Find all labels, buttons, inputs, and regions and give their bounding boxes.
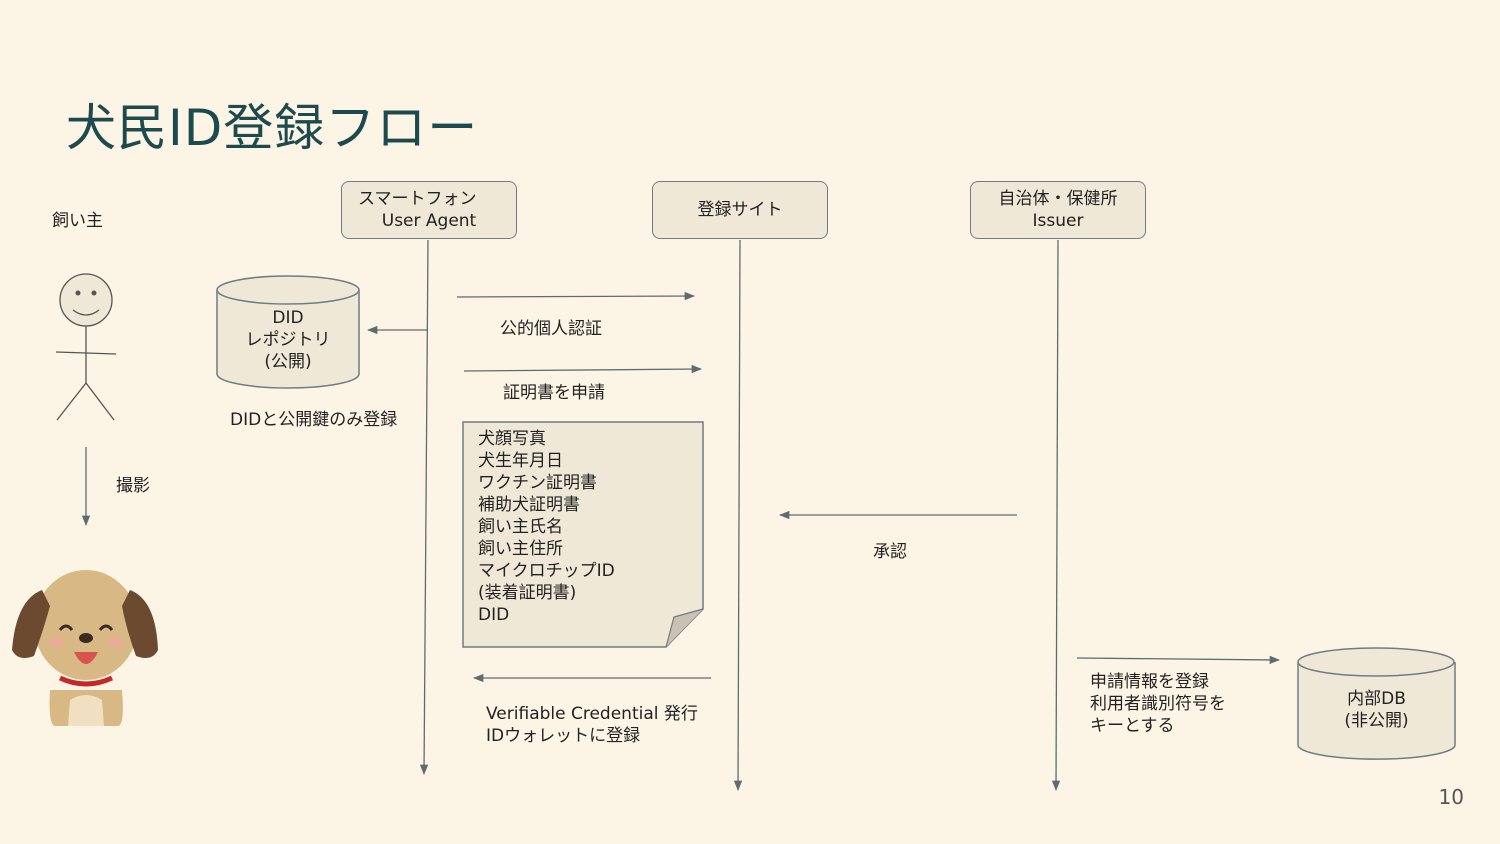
smartphone-box: スマートフォン User Agent — [341, 181, 517, 239]
issue-line-1: Verifiable Credential 発行 — [486, 704, 698, 724]
site-box: 登録サイト — [652, 181, 828, 239]
document-item: マイクロチップID — [478, 561, 615, 581]
page-number: 10 — [1438, 785, 1464, 809]
document-item: DID — [478, 605, 510, 625]
lifeline-smartphone — [419, 239, 429, 776]
document-item: 飼い主氏名 — [478, 517, 563, 537]
internal-db-cylinder — [1297, 647, 1456, 760]
register-label: 申請情報を登録 利用者識別符号を キーとする — [1090, 671, 1226, 737]
issue-label: Verifiable Credential 発行 IDウォレットに登録 — [486, 703, 698, 747]
internal-db-line-1: 内部DB — [1347, 689, 1406, 709]
internal-db-line-2: (非公開) — [1344, 711, 1409, 731]
internal-db-label: 内部DB (非公開) — [1298, 688, 1455, 732]
user-agent-label: User Agent — [381, 211, 477, 231]
auth-label: 公的個人認証 — [500, 319, 602, 339]
issuer-box: 自治体・保健所 Issuer — [970, 181, 1146, 239]
apply-label: 証明書を申請 — [503, 383, 605, 403]
page-title: 犬民ID登録フロー — [66, 99, 479, 157]
did-repo-line-3: (公開) — [264, 352, 312, 372]
did-repository-cylinder — [216, 275, 360, 389]
issuer-label: 自治体・保健所 — [998, 189, 1118, 209]
document-item: 犬顔写真 — [478, 429, 546, 449]
approve-label: 承認 — [873, 542, 907, 562]
arrow-auth — [456, 291, 696, 301]
document-item: 飼い主住所 — [478, 539, 563, 559]
did-repo-line-2: レポジトリ — [245, 330, 331, 350]
did-repo-note: DIDと公開鍵のみ登録 — [230, 410, 398, 430]
issuer-role-label: Issuer — [1032, 211, 1084, 231]
register-line-3: キーとする — [1090, 716, 1175, 736]
owner-label: 飼い主 — [52, 211, 103, 231]
document-items: 犬顔写真 犬生年月日 ワクチン証明書 補助犬証明書 飼い主氏名 飼い主住所 マイ… — [478, 428, 615, 626]
dog-illustration — [12, 570, 158, 726]
document-item: 犬生年月日 — [478, 451, 563, 471]
lifeline-site — [733, 239, 743, 792]
arrow-apply — [463, 364, 703, 374]
arrow-register — [1076, 655, 1281, 665]
site-label: 登録サイト — [697, 200, 783, 220]
did-repo-line-1: DID — [272, 308, 304, 328]
photo-label: 撮影 — [116, 476, 150, 496]
did-repo-label: DID レポジトリ (公開) — [217, 307, 359, 373]
document-item: ワクチン証明書 — [478, 473, 597, 493]
document-item: (装着証明書) — [478, 583, 577, 603]
smartphone-label: スマートフォン — [358, 189, 477, 209]
issue-line-2: IDウォレットに登録 — [486, 726, 641, 746]
owner-stick-figure — [55, 273, 117, 421]
register-line-2: 利用者識別符号を — [1090, 694, 1226, 714]
document-item: 補助犬証明書 — [478, 495, 580, 515]
document-shape — [462, 421, 704, 648]
register-line-1: 申請情報を登録 — [1090, 672, 1209, 692]
lifeline-issuer — [1051, 239, 1061, 792]
